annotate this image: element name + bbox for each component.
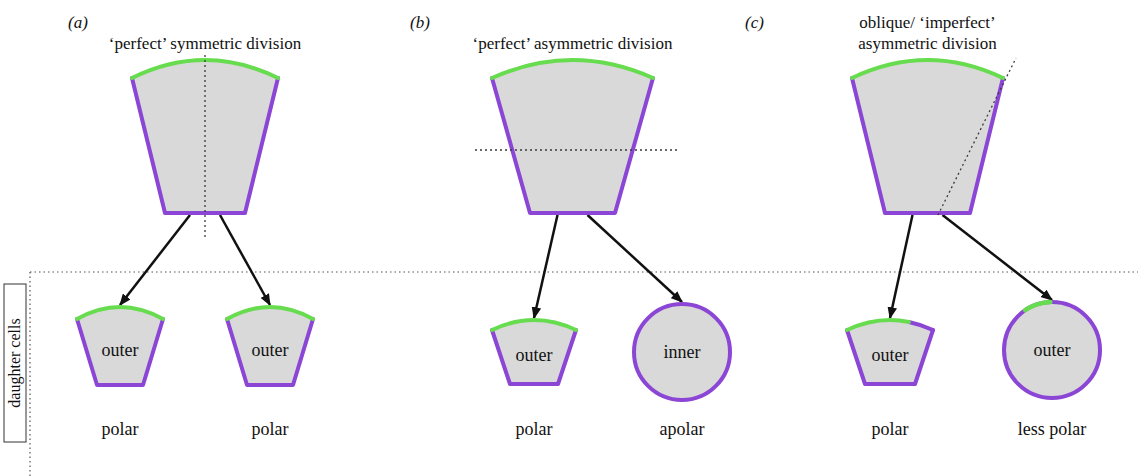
- inner-holder: outer: [490, 318, 578, 386]
- polarity-label: apolar: [660, 419, 705, 439]
- basolateral-membrane: [847, 330, 933, 384]
- apical-membrane: [852, 60, 1003, 78]
- cell-position: outer: [102, 339, 139, 361]
- panel-heading: oblique/ ‘imperfect’ asymmetric division: [858, 13, 996, 53]
- panel-letter: (c): [745, 13, 764, 32]
- label-holder: daughter cells: [4, 284, 26, 442]
- cell-position: inner: [664, 341, 701, 363]
- division-plane: [204, 55, 205, 240]
- daughter-cell: outerpolar: [490, 318, 578, 386]
- apical-membrane: [1025, 302, 1050, 310]
- caption-holder: polar: [190, 418, 350, 440]
- apical-membrane: [227, 307, 313, 319]
- division-arrow: [534, 215, 558, 318]
- cell-outline: [850, 58, 1005, 215]
- cell-outline: [130, 58, 280, 215]
- division-arrow: [220, 215, 270, 305]
- daughter-cell: innerapolar: [632, 302, 732, 402]
- tag-holder: (c): [745, 12, 764, 33]
- panel-letter: (a): [68, 13, 88, 32]
- polarity-label: polar: [872, 419, 909, 439]
- basolateral-membrane: [227, 319, 313, 385]
- cell-body: [634, 304, 730, 400]
- separator-line: [29, 272, 30, 476]
- polarity-label: polar: [102, 419, 139, 439]
- daughter-cell: outerpolar: [845, 318, 935, 386]
- cell-body: [1004, 302, 1100, 398]
- inner-holder: outer: [75, 305, 165, 387]
- basolateral-membrane: [492, 330, 576, 384]
- caption-holder: polar: [810, 418, 970, 440]
- mother-cell: (a)‘perfect’ symmetric division: [130, 58, 280, 215]
- caption-holder: polar: [454, 418, 614, 440]
- inner-holder: outer: [225, 305, 315, 387]
- label-frame: [4, 284, 26, 442]
- cell-position: outer: [872, 344, 909, 366]
- caption-holder: less polar: [972, 418, 1132, 440]
- cell-body: [227, 307, 313, 385]
- cell-body: [77, 307, 163, 385]
- daughter-cell: outerpolar: [225, 305, 315, 387]
- inner-holder: outer: [1002, 300, 1102, 400]
- cell-body: [847, 320, 933, 384]
- polarity-label: less polar: [1018, 419, 1086, 439]
- panel-heading: ‘perfect’ symmetric division: [109, 34, 301, 53]
- division-arrow: [120, 215, 190, 305]
- mother-cell: (c)oblique/ ‘imperfect’ asymmetric divis…: [850, 58, 1005, 215]
- basolateral-membrane: [77, 319, 163, 385]
- cell-body: [492, 320, 576, 384]
- caption-holder: polar: [40, 418, 200, 440]
- title-holder: ‘perfect’ asymmetric division: [468, 33, 678, 54]
- division-arrow: [890, 215, 913, 318]
- polarity-label: polar: [516, 419, 553, 439]
- panel-heading: ‘perfect’ asymmetric division: [473, 34, 673, 53]
- title-holder: ‘perfect’ symmetric division: [100, 33, 310, 54]
- division-plane: [938, 58, 1016, 215]
- mother-cell: (b)‘perfect’ asymmetric division: [490, 58, 655, 215]
- tag-holder: (a): [68, 12, 88, 33]
- apical-membrane: [77, 307, 163, 319]
- title-holder: oblique/ ‘imperfect’ asymmetric division: [823, 12, 1033, 54]
- cell-body: [852, 60, 1003, 213]
- cell-body: [492, 60, 653, 213]
- division-arrow: [588, 215, 683, 302]
- inner-holder: outer: [845, 318, 935, 386]
- tag-holder: (b): [410, 12, 430, 33]
- daughter-cell: outerpolar: [75, 305, 165, 387]
- cell-position: outer: [516, 344, 553, 366]
- basolateral-membrane: [852, 78, 1003, 213]
- division-plane: [475, 149, 680, 150]
- caption-holder: apolar: [602, 418, 762, 440]
- cell-position: outer: [1034, 339, 1071, 361]
- row-label: daughter cells: [6, 318, 24, 407]
- basolateral-membrane: [492, 78, 653, 213]
- apical-membrane: [492, 60, 653, 78]
- division-arrow: [943, 215, 1053, 300]
- basolateral-membrane: [909, 322, 933, 330]
- apical-membrane: [492, 320, 576, 330]
- apical-membrane: [847, 320, 909, 330]
- cell-outline: [490, 58, 655, 215]
- polarity-label: polar: [252, 419, 289, 439]
- inner-holder: inner: [632, 302, 732, 402]
- daughter-cell: outerless polar: [1002, 300, 1102, 400]
- separator-line: [30, 271, 1138, 272]
- cell-position: outer: [252, 339, 289, 361]
- panel-letter: (b): [410, 13, 430, 32]
